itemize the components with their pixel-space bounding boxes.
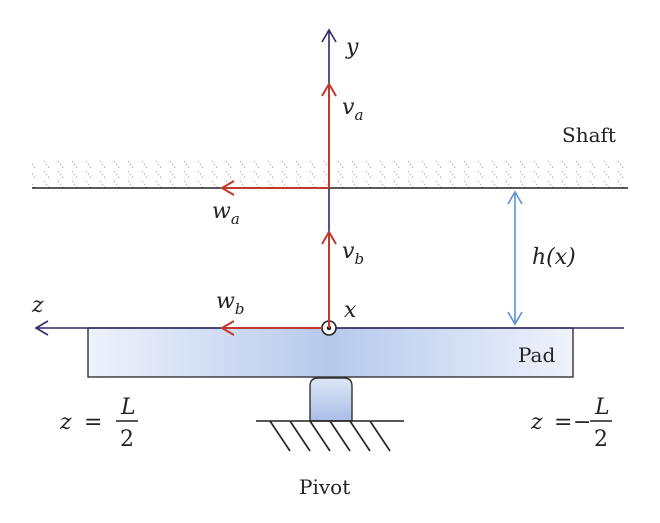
shaft-label: Shaft bbox=[562, 123, 616, 147]
y-axis-arrowhead bbox=[321, 28, 337, 43]
velocity-w-a-arrowhead bbox=[220, 180, 235, 196]
pad-label: Pad bbox=[518, 343, 555, 367]
svg-text:z: z bbox=[59, 410, 72, 435]
pivot-ground-hatch bbox=[269, 420, 391, 452]
svg-text:=: = bbox=[554, 410, 572, 435]
velocity-w-b-label: wb bbox=[216, 289, 244, 318]
gap-label: h(x) bbox=[532, 245, 576, 270]
x-axis-label: x bbox=[344, 298, 357, 323]
svg-text:2: 2 bbox=[120, 427, 134, 452]
velocity-w-b-arrowhead bbox=[220, 320, 235, 336]
gap-arrowhead-bottom bbox=[507, 311, 523, 326]
svg-text:L: L bbox=[120, 395, 136, 420]
z-left-boundary-label: z = L 2 bbox=[59, 395, 138, 452]
velocity-v-a-label: va bbox=[342, 95, 363, 124]
pivot-support bbox=[309, 377, 353, 422]
svg-text:L: L bbox=[594, 395, 610, 420]
svg-text:=: = bbox=[84, 410, 102, 435]
velocity-w-a-label: wa bbox=[212, 199, 240, 228]
svg-text:−: − bbox=[573, 410, 591, 435]
velocity-v-b-label: vb bbox=[342, 239, 364, 268]
z-right-boundary-label: z = − L 2 bbox=[530, 395, 612, 452]
velocity-v-b-arrowhead bbox=[321, 230, 337, 245]
z-axis-label: z bbox=[31, 293, 44, 318]
pad-body bbox=[87, 327, 574, 378]
y-axis-label: y bbox=[345, 35, 359, 60]
z-axis-arrowhead bbox=[34, 320, 49, 336]
svg-text:z: z bbox=[530, 410, 543, 435]
velocity-v-a-arrowhead bbox=[321, 82, 337, 97]
gap-arrowhead-top bbox=[507, 190, 523, 205]
pivot-label: Pivot bbox=[299, 475, 350, 499]
svg-text:2: 2 bbox=[594, 427, 608, 452]
